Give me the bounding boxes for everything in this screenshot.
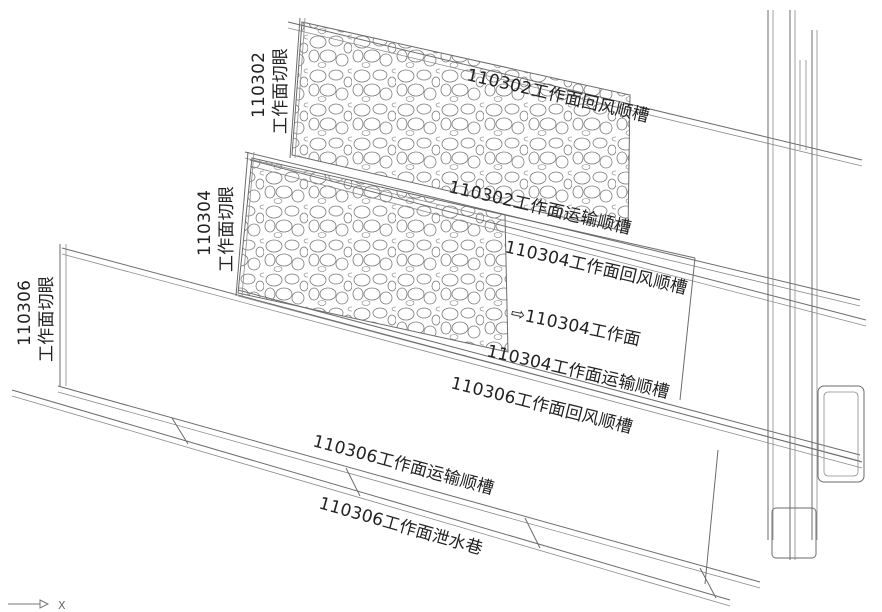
roadway-110306-return	[61, 247, 863, 469]
label-cut-110306-line2: 工作面切眼	[37, 276, 57, 362]
cut-110302	[289, 17, 306, 159]
roadway-110302-return	[287, 21, 863, 167]
roadway-110306-drain	[11, 389, 731, 607]
roadway-110306-transport	[57, 385, 761, 589]
cut-110306	[59, 244, 67, 386]
goaf-110304	[237, 157, 509, 353]
goaf-110302	[291, 21, 631, 233]
label-cut-110304-line2: 工作面切眼	[217, 186, 237, 272]
crosscuts-110306	[171, 417, 719, 599]
label-cut-110302: 110302 工作面切眼	[249, 48, 291, 134]
label-transport-110306: 110306工作面运输顺槽	[311, 432, 496, 500]
label-cut-110306-line1: 110306	[15, 280, 35, 346]
cut-110304	[235, 151, 255, 297]
label-return-110304: 110304工作面回风顺槽	[503, 237, 689, 298]
x-axis-indicator: X	[8, 599, 66, 612]
main-roadways	[767, 10, 865, 560]
label-cut-110302-line1: 110302	[249, 52, 269, 118]
label-cut-110304: 110304 工作面切眼	[195, 186, 237, 272]
roadway-110304-return	[249, 159, 867, 327]
x-axis-label: X	[58, 599, 66, 612]
label-cut-110302-line2: 工作面切眼	[271, 48, 291, 134]
face-110304-boundary	[504, 214, 696, 401]
label-cut-110306: 110306 工作面切眼	[15, 276, 57, 362]
label-face-110304: ⇨110304工作面	[509, 303, 642, 350]
label-cut-110304-line1: 110304	[195, 190, 215, 256]
